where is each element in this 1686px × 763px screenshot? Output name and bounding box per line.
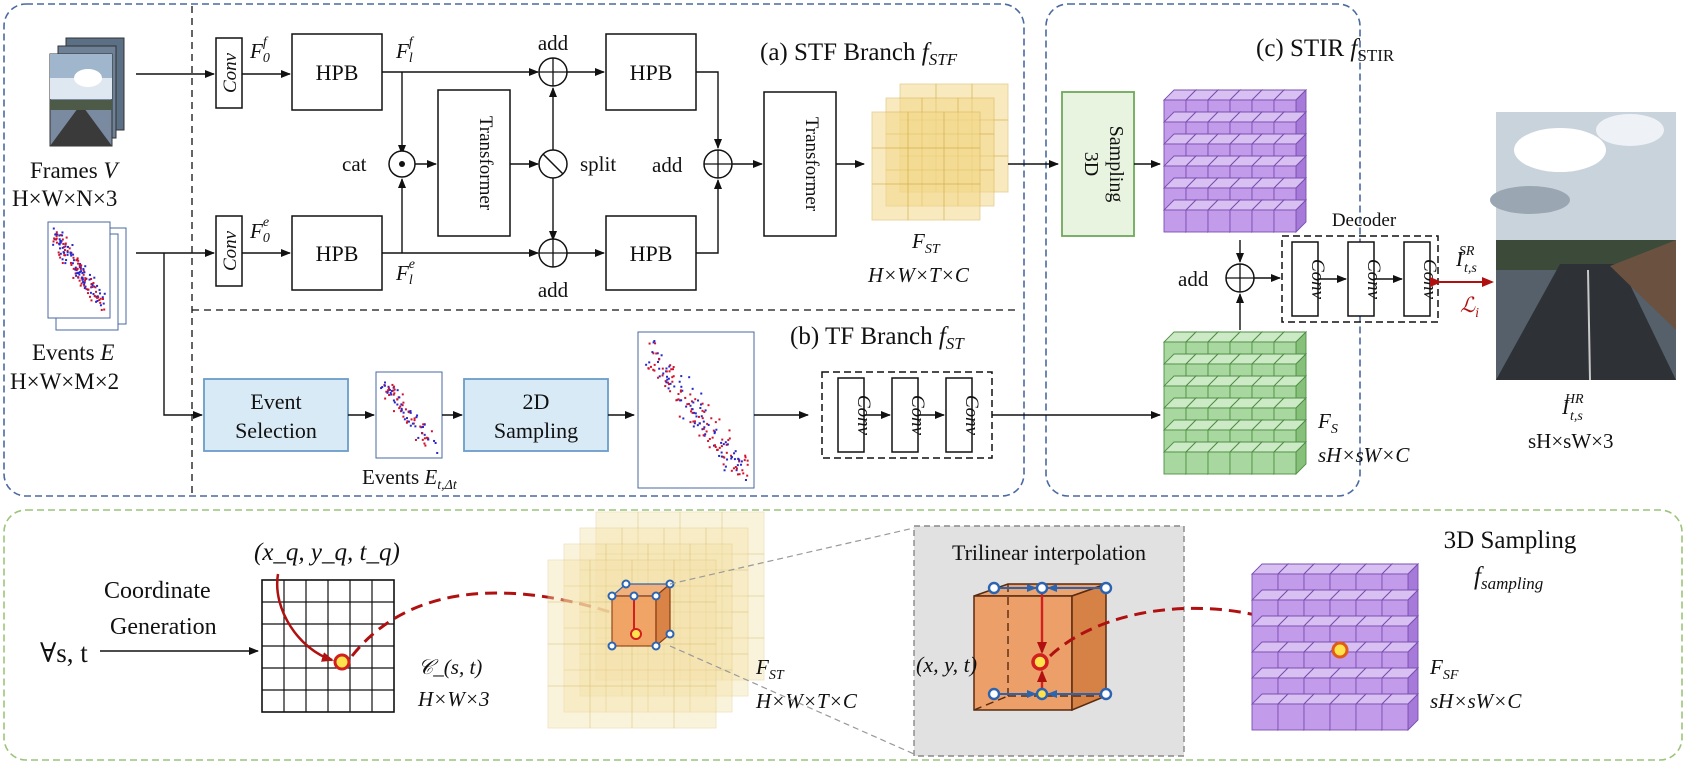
- xyt-label: (x, y, t): [916, 652, 977, 677]
- event-selection-label-2: Selection: [235, 418, 317, 443]
- decoder-conv-1-label: Conv: [1307, 259, 1328, 300]
- ihr-dims: sH×sW×3: [1528, 429, 1614, 453]
- sampling-3d-label-1: 3D: [1080, 152, 1102, 176]
- query-point: [333, 653, 351, 671]
- bottom-fsf-label: FSF: [1429, 655, 1459, 683]
- hpb-bottom-1-label: HPB: [316, 241, 359, 266]
- bottom-fst-label: FST: [755, 655, 785, 683]
- sample-cell: [607, 579, 675, 651]
- hpb-top-1-label: HPB: [316, 60, 359, 85]
- isr-label: It,sSR: [1455, 244, 1477, 276]
- stf-branch-title: (a) STF Branch fSTF: [760, 39, 958, 69]
- tf-conv-2-label: Conv: [907, 395, 928, 436]
- frames-label: Frames V: [30, 158, 120, 183]
- sampling-fn-label: fsampling: [1474, 563, 1543, 593]
- forall-label: ∀s, t: [40, 638, 88, 668]
- ihr-label: It,sHR: [1561, 392, 1584, 424]
- f0e-label: F0e: [249, 215, 270, 246]
- tf-conv-1-box: [837, 377, 865, 453]
- coord-gen-label-2: Generation: [110, 614, 217, 640]
- bottom-fsf-dims: sH×sW×C: [1430, 689, 1522, 713]
- arrow-hpb-bottom-add-right: [696, 179, 722, 254]
- sampled-events-image: [637, 331, 755, 489]
- sampling-2d-label-2: Sampling: [494, 418, 578, 443]
- trilinear-cube: [973, 581, 1113, 712]
- bottom-fst-dims: H×W×T×C: [755, 689, 858, 713]
- conv-events-box: [215, 215, 243, 287]
- fs-feature-grid: [1162, 330, 1308, 476]
- decoder-conv-3-label: Conv: [1419, 259, 1440, 300]
- left-panel: [3, 3, 1025, 497]
- bottom-fsf-point: [1331, 641, 1349, 659]
- sampling-2d-label-1: 2D: [523, 389, 550, 414]
- dashed-sample-arrow-1: [350, 591, 611, 657]
- cgrid-label: 𝒞_(s, t): [418, 655, 482, 679]
- fst-dims: H×W×T×C: [867, 263, 970, 287]
- bottom-fst-volume: [547, 511, 765, 729]
- f0f-label: F0f: [249, 35, 270, 66]
- hpb-top-2-box: [605, 33, 697, 111]
- transformer-1-box: [437, 89, 511, 237]
- frames-stack-image: [49, 37, 125, 147]
- arrow-events-selection: [163, 253, 203, 419]
- fs-label: FS: [1317, 409, 1338, 437]
- decoder-conv-1-box: [1291, 241, 1319, 317]
- events-dims: H×W×M×2: [10, 369, 119, 394]
- query-coord-label: (x_q, y_q, t_q): [254, 539, 400, 566]
- flf-label: Flf: [395, 35, 415, 66]
- decoder-conv-2-label: Conv: [1363, 259, 1384, 300]
- tf-conv-1-label: Conv: [853, 395, 874, 436]
- stir-add-label: add: [1178, 267, 1209, 291]
- split-label: split: [580, 152, 616, 176]
- zoom-line-bottom: [669, 645, 915, 755]
- trilinear-label: Trilinear interpolation: [952, 540, 1146, 565]
- sampling-3d-label-2: Sampling: [1105, 126, 1127, 203]
- arrow-hpb-top-add-right: [696, 71, 722, 149]
- event-selection-label-1: Event: [250, 389, 301, 414]
- add-top-label: add: [538, 31, 569, 55]
- sampling-2d-box: [463, 378, 609, 452]
- conv-frames-label: Conv: [220, 52, 241, 93]
- hr-output-image: [1490, 112, 1676, 381]
- sampling-panel: [3, 509, 1683, 761]
- coordinate-grid: [261, 579, 395, 713]
- tf-branch-title: (b) TF Branch fST: [790, 323, 965, 353]
- zoom-line-top: [669, 527, 915, 585]
- add-bottom-label: add: [538, 278, 569, 302]
- decoder-conv-2-box: [1347, 241, 1375, 317]
- stir-title: (c) STIR fSTIR: [1256, 35, 1395, 65]
- events-label: Events E: [32, 340, 114, 365]
- coord-gen-label-1: Coordinate: [104, 578, 211, 604]
- conv-events-label: Conv: [220, 230, 241, 271]
- hpb-top-1-box: [291, 33, 383, 111]
- transformer-2-label: Transformer: [801, 117, 822, 212]
- transformer-1-label: Transformer: [475, 116, 496, 211]
- fst-feature-cube: [871, 83, 1009, 221]
- query-arrow: [275, 573, 334, 662]
- decoder-label: Decoder: [1332, 210, 1397, 231]
- selected-events-image: [375, 371, 443, 459]
- cat-label: cat: [342, 152, 367, 176]
- fsf-feature-grid: [1162, 88, 1308, 234]
- hpb-bottom-2-box: [605, 215, 697, 291]
- hpb-bottom-1-box: [291, 215, 383, 291]
- fle-label: Fle: [395, 257, 415, 288]
- fst-label: FST: [911, 229, 941, 257]
- conv-frames-box: [215, 37, 243, 109]
- frames-dims: H×W×N×3: [12, 186, 117, 211]
- fs-dims: sH×sW×C: [1318, 443, 1410, 467]
- transformer-2-box: [763, 91, 837, 237]
- loss-label: ℒi: [1460, 293, 1479, 321]
- add-right-label: add: [652, 153, 683, 177]
- selected-events-label: Events Et,Δt: [362, 465, 458, 493]
- tf-conv-3-label: Conv: [961, 395, 982, 436]
- decoder-conv-3-box: [1403, 241, 1431, 317]
- tf-conv-3-box: [945, 377, 973, 453]
- hpb-bottom-2-label: HPB: [630, 241, 673, 266]
- sampling-title: 3D Sampling: [1444, 527, 1577, 554]
- hpb-top-2-label: HPB: [630, 60, 673, 85]
- cgrid-dims: H×W×3: [417, 687, 490, 711]
- events-stack-image: [47, 221, 127, 331]
